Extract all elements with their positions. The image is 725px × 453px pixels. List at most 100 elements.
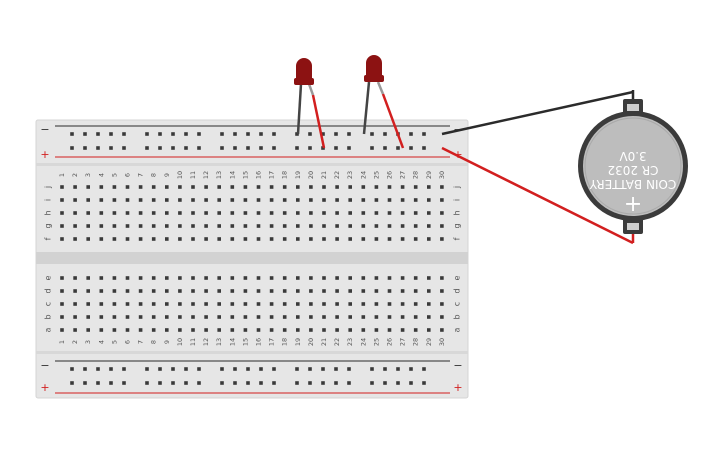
hole-h4[interactable] (99, 211, 104, 215)
hole-f1[interactable] (60, 237, 64, 241)
hole-g10[interactable] (178, 224, 182, 228)
hole-f24[interactable] (361, 237, 366, 241)
hole-f7[interactable] (138, 237, 143, 241)
hole-c7[interactable] (138, 302, 143, 306)
hole-f5[interactable] (112, 237, 117, 241)
hole-d9[interactable] (165, 289, 169, 293)
hole-c22[interactable] (335, 302, 339, 306)
top-rail-positive-hole-12[interactable] (233, 146, 237, 150)
hole-e9[interactable] (165, 276, 169, 280)
hole-i4[interactable] (99, 198, 104, 202)
hole-g19[interactable] (296, 224, 300, 228)
hole-d3[interactable] (86, 289, 90, 293)
hole-d27[interactable] (400, 289, 405, 293)
hole-g12[interactable] (204, 224, 208, 228)
hole-a21[interactable] (322, 328, 326, 332)
top-rail-positive-hole-14[interactable] (259, 146, 263, 150)
hole-d2[interactable] (73, 289, 77, 293)
bottom-rail-positive-hole-18[interactable] (321, 381, 325, 385)
hole-a13[interactable] (217, 328, 221, 332)
bottom-rail-positive-hole-23[interactable] (396, 381, 400, 385)
top-rail-positive-hole-20[interactable] (347, 146, 351, 150)
hole-h8[interactable] (151, 211, 156, 215)
hole-j24[interactable] (361, 185, 366, 189)
hole-j17[interactable] (269, 185, 274, 189)
breadboard[interactable]: − + − + − + − + 112233445566778899101011… (35, 119, 469, 399)
bottom-rail-negative-hole-4[interactable] (109, 367, 113, 371)
hole-d21[interactable] (322, 289, 326, 293)
hole-e20[interactable] (309, 276, 313, 280)
hole-g7[interactable] (138, 224, 143, 228)
bottom-rail-positive-hole-10[interactable] (197, 381, 201, 385)
hole-h28[interactable] (413, 211, 418, 215)
hole-f3[interactable] (86, 237, 90, 241)
hole-i21[interactable] (322, 198, 326, 202)
hole-h6[interactable] (125, 211, 130, 215)
hole-j22[interactable] (335, 185, 339, 189)
hole-f29[interactable] (427, 237, 431, 241)
top-rail-positive-hole-4[interactable] (109, 146, 113, 150)
hole-e8[interactable] (151, 276, 156, 280)
hole-a3[interactable] (86, 328, 90, 332)
hole-f11[interactable] (191, 237, 195, 241)
top-rail-positive-hole-16[interactable] (295, 146, 299, 150)
hole-g24[interactable] (361, 224, 366, 228)
hole-d17[interactable] (269, 289, 274, 293)
hole-b8[interactable] (151, 315, 156, 319)
hole-h12[interactable] (204, 211, 208, 215)
hole-a11[interactable] (191, 328, 195, 332)
hole-h20[interactable] (309, 211, 313, 215)
hole-h1[interactable] (60, 211, 64, 215)
hole-b23[interactable] (348, 315, 352, 319)
hole-c20[interactable] (309, 302, 313, 306)
hole-d11[interactable] (191, 289, 195, 293)
hole-b3[interactable] (86, 315, 90, 319)
hole-a30[interactable] (440, 328, 444, 332)
top-rail-negative-hole-8[interactable] (171, 132, 175, 136)
hole-j28[interactable] (413, 185, 418, 189)
bottom-rail-negative-hole-20[interactable] (347, 367, 351, 371)
bottom-rail-negative-hole-22[interactable] (383, 367, 387, 371)
hole-g29[interactable] (427, 224, 431, 228)
hole-j14[interactable] (230, 185, 235, 189)
hole-h25[interactable] (374, 211, 379, 215)
bottom-rail-negative-hole-16[interactable] (295, 367, 299, 371)
hole-g25[interactable] (374, 224, 379, 228)
top-rail-negative-hole-2[interactable] (83, 132, 87, 136)
hole-e15[interactable] (243, 276, 248, 280)
hole-d25[interactable] (374, 289, 379, 293)
bottom-rail-negative-hole-7[interactable] (158, 367, 162, 371)
hole-d12[interactable] (204, 289, 208, 293)
hole-f12[interactable] (204, 237, 208, 241)
hole-d29[interactable] (427, 289, 431, 293)
hole-j2[interactable] (73, 185, 77, 189)
bottom-rail-positive-hole-13[interactable] (246, 381, 250, 385)
hole-i8[interactable] (151, 198, 156, 202)
bottom-rail-positive-hole-14[interactable] (259, 381, 263, 385)
bottom-rail-negative-hole-17[interactable] (308, 367, 312, 371)
top-rail-negative-hole-9[interactable] (184, 132, 188, 136)
hole-g13[interactable] (217, 224, 221, 228)
hole-c16[interactable] (256, 302, 261, 306)
hole-c28[interactable] (413, 302, 418, 306)
hole-h2[interactable] (73, 211, 77, 215)
bottom-rail-negative-hole-6[interactable] (145, 367, 149, 371)
hole-b29[interactable] (427, 315, 431, 319)
hole-i11[interactable] (191, 198, 195, 202)
hole-c13[interactable] (217, 302, 221, 306)
hole-c2[interactable] (73, 302, 77, 306)
hole-i15[interactable] (243, 198, 248, 202)
hole-c30[interactable] (440, 302, 444, 306)
hole-h3[interactable] (86, 211, 90, 215)
hole-h22[interactable] (335, 211, 339, 215)
hole-j1[interactable] (60, 185, 64, 189)
hole-a5[interactable] (112, 328, 117, 332)
hole-b15[interactable] (243, 315, 248, 319)
hole-f22[interactable] (335, 237, 339, 241)
hole-g15[interactable] (243, 224, 248, 228)
top-rail-negative-hole-14[interactable] (259, 132, 263, 136)
hole-i24[interactable] (361, 198, 366, 202)
bottom-rail-negative-hole-24[interactable] (409, 367, 413, 371)
hole-c29[interactable] (427, 302, 431, 306)
hole-f25[interactable] (374, 237, 379, 241)
